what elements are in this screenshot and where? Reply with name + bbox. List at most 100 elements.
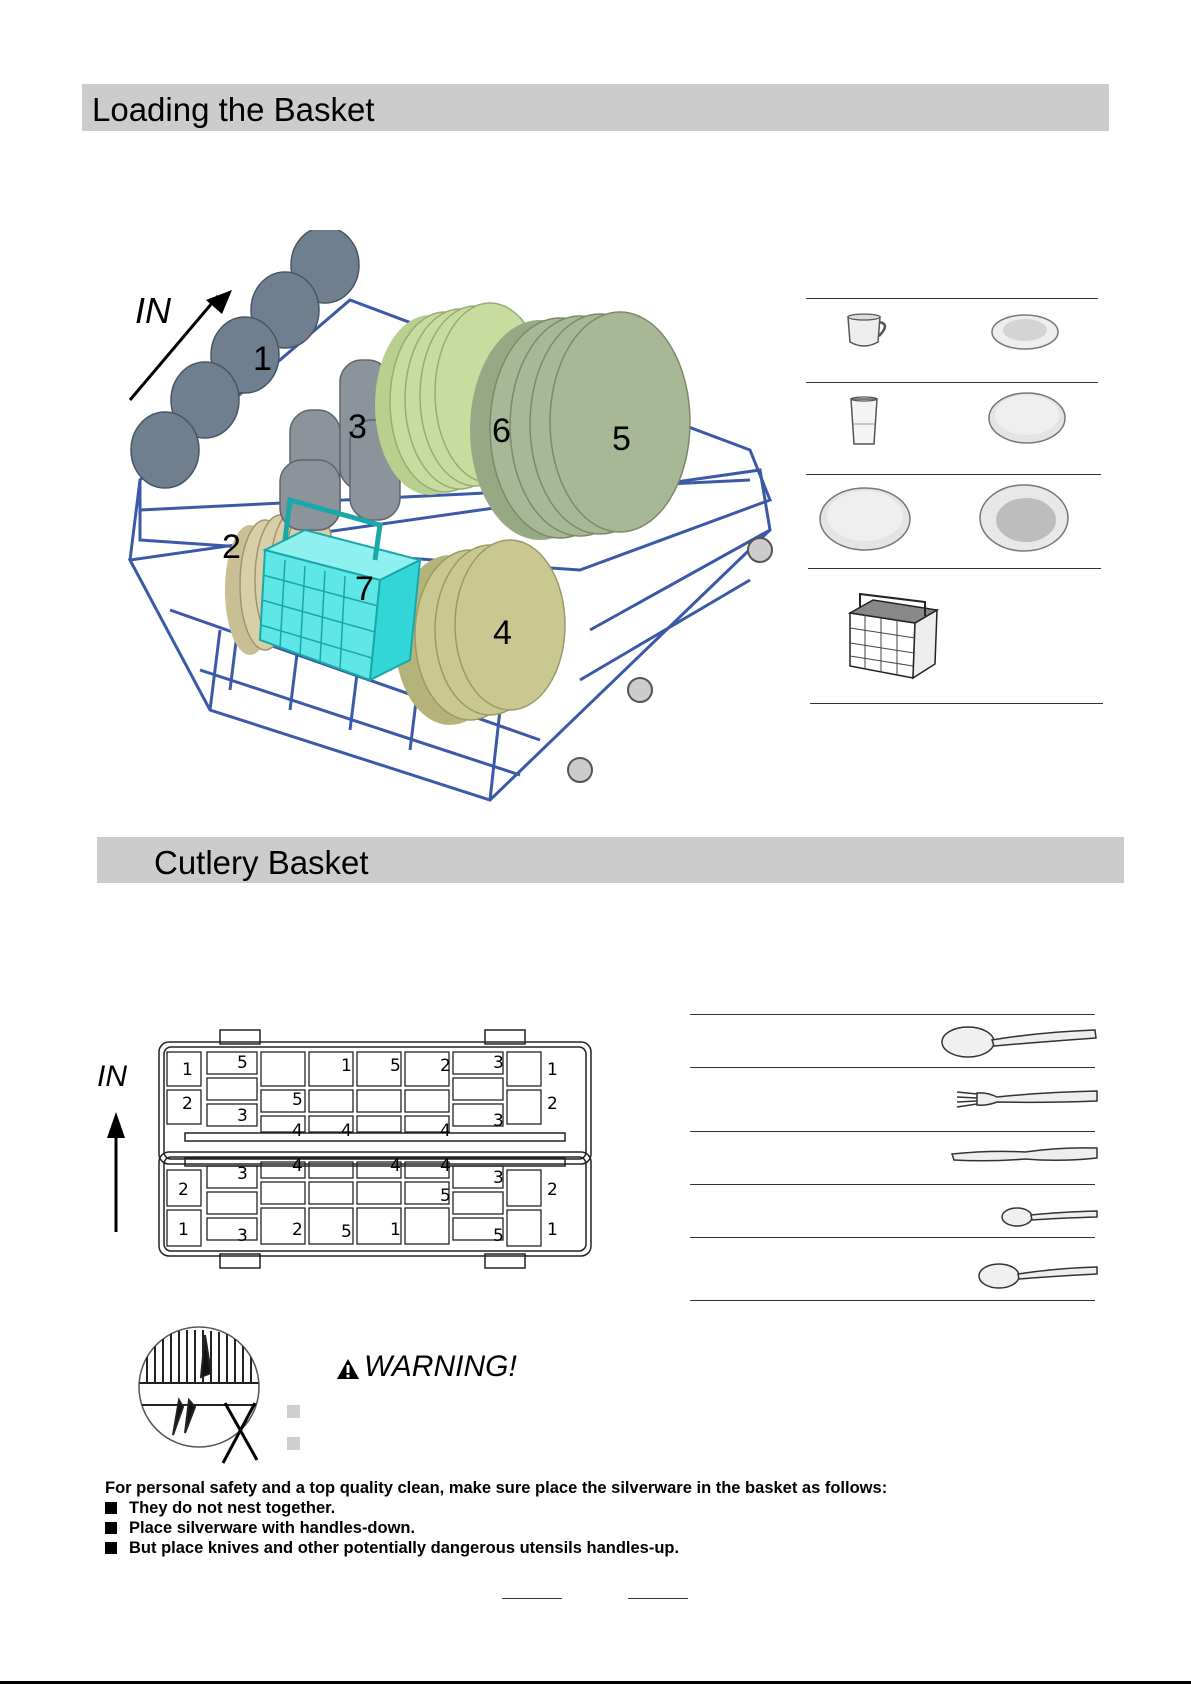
footer-line xyxy=(502,1598,562,1599)
bullet-square xyxy=(105,1502,117,1514)
legend-divider xyxy=(808,568,1101,569)
grid-cell xyxy=(166,1169,202,1207)
grid-cell-num: 4 xyxy=(440,1121,451,1141)
grid-cell-num: 3 xyxy=(237,1226,248,1246)
grid-cell xyxy=(308,1207,354,1245)
grid-cell-num: 3 xyxy=(493,1111,504,1131)
basket-drawing xyxy=(127,226,773,802)
wheel xyxy=(567,757,593,783)
grid-cell xyxy=(308,1161,354,1179)
warning-intro: For personal safety and a top quality cl… xyxy=(105,1479,888,1497)
grey-bullet xyxy=(287,1405,300,1418)
grid-cell xyxy=(206,1191,258,1215)
cutlery-legend-divider xyxy=(690,1131,1095,1132)
cutlery-in-arrow xyxy=(107,1112,125,1232)
warning-bullet-text: They do not nest together. xyxy=(129,1499,336,1517)
cutlery-legend-divider xyxy=(690,1300,1095,1301)
soup-spoon-icon xyxy=(941,1026,1097,1058)
grid-cell xyxy=(260,1089,306,1113)
basket-number-5: 5 xyxy=(612,420,631,458)
grid-cell-num: 5 xyxy=(237,1053,248,1073)
dessert-plate-icon xyxy=(988,392,1066,444)
grid-cell-num: 1 xyxy=(547,1060,558,1080)
basket-number-7: 7 xyxy=(355,570,374,608)
grid-cell-num: 2 xyxy=(178,1180,189,1200)
grid-cell xyxy=(404,1181,450,1205)
grid-cell-num: 2 xyxy=(292,1220,303,1240)
in-direction-label: IN xyxy=(135,290,171,331)
grid-cell xyxy=(506,1051,542,1087)
warning-bullet-text: But place knives and other potentially d… xyxy=(129,1539,680,1557)
warning-triangle-icon xyxy=(337,1359,359,1379)
grey-bullet xyxy=(287,1437,300,1450)
grid-cell xyxy=(452,1191,504,1215)
grid-cell xyxy=(206,1217,258,1241)
cutlery-basket-icon xyxy=(847,592,940,680)
bullet-square xyxy=(105,1522,117,1534)
cutlery-legend-divider xyxy=(690,1237,1095,1238)
legend-divider xyxy=(806,474,1101,475)
grid-cell-num: 2 xyxy=(547,1094,558,1114)
grid-cell xyxy=(206,1051,258,1075)
grid-cell-num: 4 xyxy=(292,1121,303,1141)
grid-cell-num: 4 xyxy=(390,1156,401,1176)
grid-cell-num: 3 xyxy=(493,1168,504,1188)
basket-number-3: 3 xyxy=(348,408,367,446)
legend-divider xyxy=(806,298,1098,299)
grid-cell-num: 1 xyxy=(178,1220,189,1240)
grid-cell-num: 5 xyxy=(493,1226,504,1246)
grid-cell xyxy=(206,1165,258,1189)
cutlery-grid-numbers: 1 5 1 5 2 3 1 2 3 5 3 2 4 4 4 3 4 4 4 3 … xyxy=(155,1028,595,1270)
grid-cell xyxy=(452,1103,504,1127)
grid-cell-num: 5 xyxy=(390,1056,401,1076)
wheel xyxy=(627,677,653,703)
bowls-4 xyxy=(395,539,566,725)
knife-icon xyxy=(950,1147,1098,1162)
grid-cell xyxy=(404,1051,450,1087)
grid-cell-num: 5 xyxy=(341,1222,352,1242)
warning-bullet-text: Place silverware with handles-down. xyxy=(129,1519,416,1537)
grid-cell-num: 2 xyxy=(182,1094,193,1114)
basket-number-2: 2 xyxy=(222,528,241,566)
teaspoon-icon xyxy=(1001,1207,1098,1227)
plates-5 xyxy=(470,311,691,540)
grid-cell xyxy=(260,1181,306,1205)
grid-cell xyxy=(452,1217,504,1241)
grid-cell-num: 2 xyxy=(547,1180,558,1200)
basket-number-6: 6 xyxy=(492,412,511,450)
fork-icon xyxy=(956,1090,1098,1108)
grid-cell-num: 4 xyxy=(440,1156,451,1176)
grid-cell xyxy=(506,1089,542,1125)
dessert-spoon-icon xyxy=(978,1263,1098,1289)
grid-cell xyxy=(260,1115,306,1133)
grid-cell xyxy=(356,1051,402,1087)
basket-number-4: 4 xyxy=(493,614,512,652)
warning-bullet-3: But place knives and other potentially d… xyxy=(105,1538,679,1558)
grid-cell xyxy=(404,1089,450,1113)
cups-1 xyxy=(130,226,360,489)
grid-cell xyxy=(506,1169,542,1207)
cutlery-legend-divider xyxy=(690,1184,1095,1185)
cup-icon xyxy=(847,313,887,347)
grid-cell-num: 5 xyxy=(440,1186,451,1206)
legend-divider xyxy=(806,382,1098,383)
saucer-icon xyxy=(991,314,1059,350)
glass-icon xyxy=(850,396,878,445)
grid-cell-num: 2 xyxy=(440,1056,451,1076)
grid-cell xyxy=(356,1207,402,1245)
grid-cell xyxy=(404,1115,450,1133)
grid-cell xyxy=(260,1161,306,1179)
cutlery-grid-diagram xyxy=(158,1029,592,1269)
grid-cell xyxy=(166,1209,202,1247)
grid-cell xyxy=(166,1051,202,1087)
grid-cell-num: 1 xyxy=(341,1056,352,1076)
grid-cell xyxy=(356,1089,402,1113)
grid-cell xyxy=(356,1161,402,1179)
basket-number-1: 1 xyxy=(253,340,272,378)
footer-line xyxy=(628,1598,688,1599)
grid-cell-num: 4 xyxy=(341,1121,352,1141)
grid-cell xyxy=(356,1181,402,1205)
grid-cell xyxy=(356,1115,402,1133)
bullet-square xyxy=(105,1542,117,1554)
cutlery-legend-divider xyxy=(690,1014,1095,1015)
